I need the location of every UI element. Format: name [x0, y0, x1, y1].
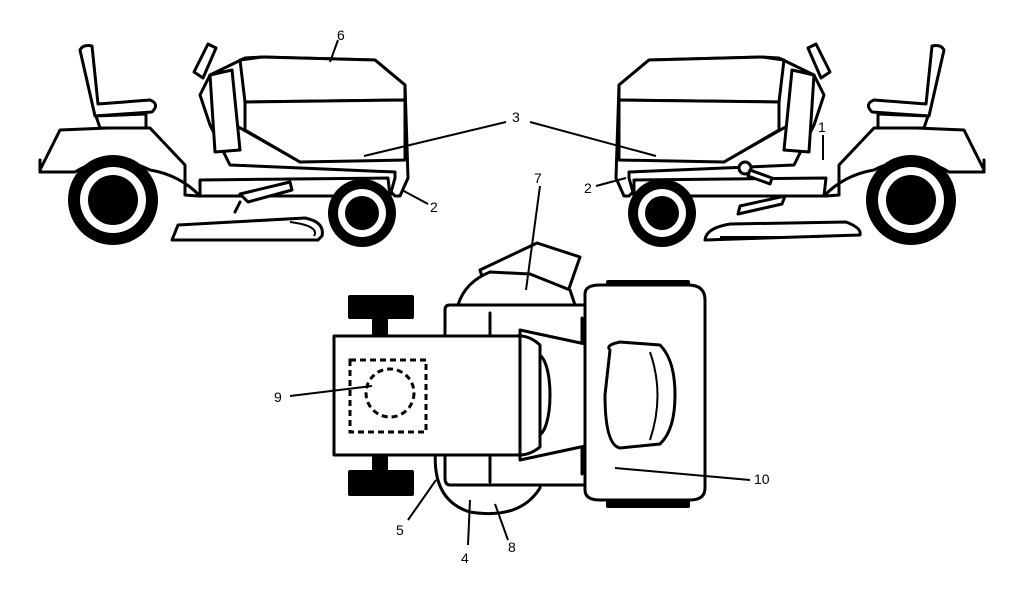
tractor-top-view — [332, 241, 707, 516]
callout-2-left: 2 — [430, 199, 438, 215]
callout-1: 1 — [818, 119, 826, 135]
callout-5: 5 — [396, 522, 404, 538]
leader-5 — [407, 479, 437, 521]
callout-labels: 1 2 2 3 4 5 6 7 8 9 10 — [274, 27, 826, 566]
callout-6: 6 — [337, 27, 345, 43]
callout-2-right: 2 — [584, 180, 592, 196]
leader-2-left — [401, 189, 429, 205]
leader-2-right — [595, 177, 627, 187]
leader-3-left — [363, 121, 507, 157]
callout-8: 8 — [508, 539, 516, 555]
callout-9: 9 — [274, 389, 282, 405]
leader-6 — [329, 39, 339, 63]
callout-leader-lines — [289, 39, 824, 546]
tractor-right-view — [614, 42, 986, 247]
leader-7 — [525, 185, 541, 291]
leader-4 — [467, 499, 471, 546]
leader-3-right — [529, 121, 657, 157]
leader-10 — [614, 467, 751, 481]
leader-8 — [494, 503, 509, 541]
callout-10: 10 — [754, 471, 770, 487]
callout-4: 4 — [461, 550, 469, 566]
callout-3: 3 — [512, 109, 520, 125]
leader-9 — [289, 385, 373, 397]
callout-7: 7 — [534, 170, 542, 186]
tractor-left-view — [38, 42, 410, 247]
